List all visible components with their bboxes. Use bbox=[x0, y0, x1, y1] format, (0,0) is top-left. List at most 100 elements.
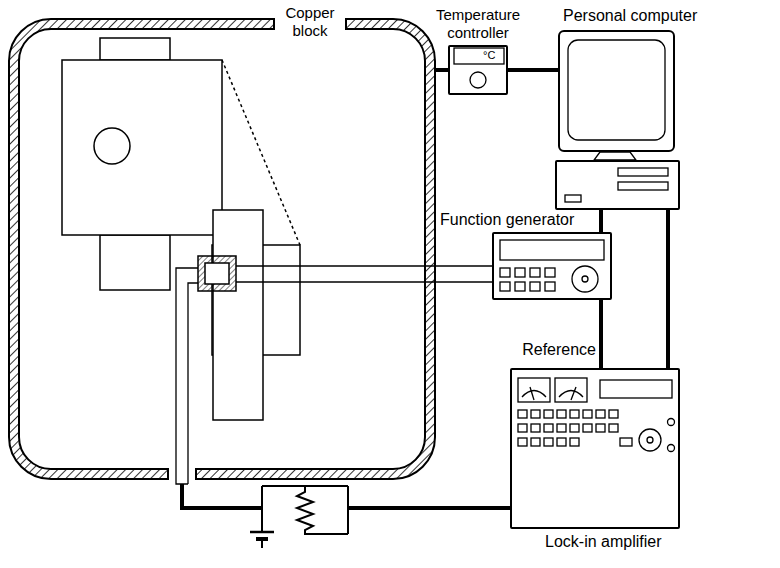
amplifier-panel bbox=[557, 438, 566, 446]
computer-detail bbox=[565, 195, 581, 202]
cable bbox=[182, 484, 262, 508]
amplifier-panel bbox=[522, 391, 546, 398]
hatched-wall bbox=[8, 18, 436, 480]
sample-cell bbox=[198, 256, 236, 291]
sample-cell bbox=[100, 235, 170, 290]
computer-detail bbox=[565, 40, 668, 202]
amplifier-panel bbox=[571, 387, 576, 400]
controller-panel bbox=[454, 48, 504, 64]
battery-symbol bbox=[261, 539, 263, 548]
generator-panel bbox=[530, 282, 540, 291]
controller-box bbox=[448, 45, 508, 95]
amplifier-box bbox=[510, 368, 680, 529]
device-label: Function generator bbox=[440, 210, 600, 229]
signal-wire bbox=[176, 268, 198, 484]
device-label: Personal computer bbox=[563, 6, 723, 25]
generator-box bbox=[492, 232, 612, 300]
resistor-symbol bbox=[262, 486, 348, 534]
amplifier-panel bbox=[544, 438, 553, 446]
sample-cell bbox=[62, 60, 222, 235]
label-slot: Copper block bbox=[274, 4, 346, 40]
amplifier-panel bbox=[531, 438, 540, 446]
cable bbox=[508, 68, 558, 72]
personal-computer: Personal computer bbox=[555, 4, 725, 210]
amplifier-panel bbox=[668, 419, 675, 426]
sample-cell bbox=[213, 210, 263, 420]
amplifier-panel bbox=[518, 378, 550, 402]
temperature-controller: Temperature controller °C bbox=[428, 4, 528, 98]
signal-wire bbox=[176, 266, 492, 484]
hatched-wall bbox=[345, 18, 347, 30]
hatched-wall bbox=[9, 19, 435, 479]
label-slot: Temperature controller bbox=[428, 6, 528, 42]
amplifier-panel bbox=[609, 424, 618, 432]
computer-detail bbox=[618, 182, 668, 190]
generator-panel bbox=[530, 268, 540, 277]
cable bbox=[599, 300, 603, 368]
hatched-wall bbox=[273, 18, 275, 30]
sample-cell bbox=[100, 38, 170, 60]
battery-symbol bbox=[250, 532, 274, 548]
cable bbox=[182, 484, 510, 508]
hatched-wall bbox=[195, 468, 197, 480]
computer-unit bbox=[555, 160, 680, 210]
amplifier-panel bbox=[518, 378, 675, 452]
amplifier-panel bbox=[544, 410, 553, 418]
signal-wire bbox=[236, 281, 492, 282]
amplifier-panel bbox=[518, 438, 527, 446]
monitor-case bbox=[558, 30, 675, 152]
label-slot: Personal computer bbox=[563, 6, 723, 25]
signal-wire bbox=[236, 265, 492, 266]
label-slot: °C bbox=[483, 49, 505, 62]
generator-panel bbox=[582, 276, 588, 282]
controller-panel bbox=[470, 72, 486, 88]
amplifier-panel bbox=[620, 438, 632, 446]
label-slot: Reference bbox=[506, 340, 596, 359]
signal-wire bbox=[188, 283, 198, 484]
amplifier-panel bbox=[570, 410, 579, 418]
amplifier-panel bbox=[583, 410, 592, 418]
cable bbox=[436, 68, 448, 72]
amplifier-panel bbox=[518, 410, 527, 418]
controller-panel bbox=[454, 48, 504, 88]
lock-in-amplifier: Lock-in amplifier bbox=[505, 364, 685, 554]
amplifier-panel bbox=[600, 380, 672, 398]
generator-panel bbox=[545, 282, 555, 291]
resistor-symbol bbox=[297, 486, 348, 534]
generator-panel bbox=[500, 240, 604, 292]
generator-panel bbox=[500, 268, 510, 277]
generator-panel bbox=[545, 268, 555, 277]
amplifier-panel bbox=[668, 445, 675, 452]
battery-symbol bbox=[250, 531, 274, 534]
amplifier-panel bbox=[596, 410, 605, 418]
generator-panel bbox=[515, 282, 525, 291]
label-slot: Function generator bbox=[440, 210, 600, 229]
hatched-wall bbox=[9, 19, 435, 479]
edge-label: Reference bbox=[506, 340, 596, 359]
resistor-symbol bbox=[261, 486, 263, 532]
cable bbox=[599, 210, 603, 232]
unit-readout: °C bbox=[483, 49, 505, 62]
amplifier-panel bbox=[570, 438, 579, 446]
device-label: Lock-in amplifier bbox=[545, 532, 685, 551]
amplifier-panel bbox=[555, 378, 587, 402]
generator-panel bbox=[572, 266, 598, 292]
block-label: Copper block bbox=[274, 4, 346, 40]
amplifier-panel bbox=[583, 424, 592, 432]
cable bbox=[348, 506, 510, 510]
amplifier-panel bbox=[609, 410, 618, 418]
device-label: Temperature controller bbox=[428, 6, 528, 42]
amplifier-panel bbox=[557, 424, 566, 432]
resistor-symbol bbox=[347, 486, 349, 534]
hatched-wall bbox=[19, 29, 425, 469]
amplifier-panel bbox=[531, 410, 540, 418]
amplifier-panel bbox=[596, 424, 605, 432]
label-slot: Lock-in amplifier bbox=[545, 532, 685, 551]
amplifier-panel bbox=[570, 424, 579, 432]
copper-block: Copper block bbox=[8, 18, 436, 480]
amplifier-panel bbox=[531, 424, 540, 432]
amplifier-panel bbox=[530, 387, 534, 400]
computer-detail bbox=[568, 40, 665, 140]
